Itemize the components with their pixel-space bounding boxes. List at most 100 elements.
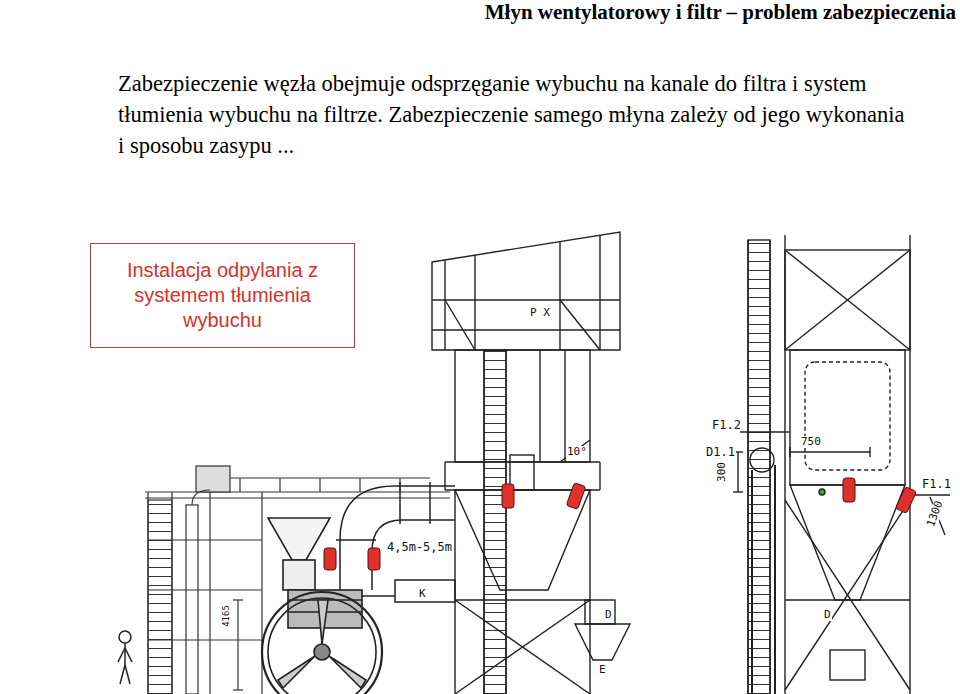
filter-side-view: [785, 250, 910, 350]
part-label: E: [598, 664, 607, 676]
filter-tower: [455, 600, 590, 694]
person-figure: [124, 643, 126, 665]
suppressor-canister: [895, 487, 916, 514]
filter-side-view: [733, 491, 743, 492]
dimension-label: 4165: [220, 604, 232, 628]
scaffold: [171, 492, 172, 694]
part-label: K: [418, 588, 427, 600]
suppressor-canister: [502, 484, 514, 508]
filter-tower: [432, 232, 620, 350]
filter-side-view: [805, 362, 890, 470]
scaffold: [233, 599, 243, 600]
box-text: Instalacja odpylania z systemem tłumieni…: [99, 258, 346, 333]
filter-side-view: [785, 500, 910, 690]
part-label: D: [823, 609, 832, 621]
person-figure: [125, 665, 130, 684]
filter-tower: [455, 599, 590, 600]
scaffold: [239, 478, 240, 492]
filter-side-view: [785, 250, 910, 350]
filter-side-view: [737, 452, 738, 492]
duct: [340, 486, 455, 590]
slide-title: Młyn wentylatorowy i filtr – problem zab…: [485, 0, 956, 25]
scaffold: [237, 600, 238, 690]
scaffold: [186, 505, 198, 694]
filter-side-view: [751, 470, 753, 694]
filter-tower: [599, 235, 600, 350]
filter-side-view: [789, 447, 790, 457]
filter-side-view: [733, 235, 950, 694]
suppressor-canister: [324, 478, 917, 570]
angle-label: 10°: [566, 446, 588, 458]
filter-tower: [575, 624, 630, 660]
suppressor-canister: [566, 483, 585, 510]
duct: [336, 539, 376, 541]
filter-tower: [559, 242, 560, 350]
filter-side-view: [774, 465, 776, 694]
fan-mill: [268, 518, 330, 560]
filter-side-view: [785, 500, 910, 690]
fan-mill: [262, 592, 382, 694]
scaffold: [319, 478, 320, 492]
filter-tower: [474, 255, 475, 350]
filter-tower: [483, 350, 484, 694]
filter-side-view: [785, 599, 910, 600]
suppressor-canister: [843, 478, 855, 502]
filter-tower: [445, 461, 600, 462]
filter-side-view: [869, 447, 870, 457]
duct: [429, 482, 431, 524]
fan-mill: [278, 656, 315, 688]
filter-tower: [445, 300, 475, 350]
scaffold: [279, 478, 280, 492]
body-text: Zabezpieczenie węzła obejmuje odsprzęgan…: [118, 68, 908, 161]
part-label: F1.1: [921, 478, 952, 490]
filter-tower: [455, 600, 590, 694]
dimension-label: 4,5m-5,5m: [386, 541, 453, 553]
scaffold: [209, 492, 210, 694]
filter-tower: [560, 300, 600, 350]
part-label: D1.1: [705, 446, 736, 458]
suppressor-canister: [368, 548, 380, 570]
filter-tower: [455, 350, 590, 462]
person-figure: [119, 631, 131, 643]
scaffold: [359, 478, 360, 492]
filter-tower: [484, 350, 506, 694]
filter-tower: [432, 329, 620, 330]
filter-side-view: [769, 240, 770, 694]
filter-tower: [454, 490, 455, 694]
suppressor-canister: [324, 548, 336, 570]
duct: [395, 580, 455, 602]
person-figure: [120, 665, 125, 684]
scaffold: [147, 492, 148, 694]
scaffold: [148, 589, 262, 590]
filter-tower: [560, 440, 590, 462]
filter-side-view: [748, 240, 770, 694]
filter-side-view: [740, 431, 790, 432]
filter-side-view: [785, 250, 910, 350]
scaffold: [196, 466, 230, 492]
fan-mill: [283, 560, 315, 590]
duct: [399, 482, 401, 524]
scaffold: [233, 689, 243, 690]
duct: [336, 482, 455, 602]
scaffold: [145, 497, 450, 498]
fan-mill: [268, 598, 376, 694]
part-label: F1.2: [711, 419, 742, 431]
fan-mill: [262, 518, 382, 694]
scaffold: [148, 539, 262, 540]
filter-tower: [599, 462, 600, 490]
part-label: D: [604, 609, 613, 621]
person-figure: [118, 648, 125, 662]
dimension-label: 1300: [925, 499, 946, 530]
filter-tower: [432, 299, 620, 300]
person-figure: [118, 631, 132, 684]
filter-tower: [432, 232, 630, 694]
filter-tower: [589, 490, 590, 694]
filter-side-view: [747, 240, 748, 694]
part-label: P X: [529, 307, 551, 319]
scaffold: [148, 500, 172, 694]
fan-mill: [329, 656, 366, 688]
filter-side-view: [830, 650, 865, 680]
scaffold: [145, 491, 450, 492]
filter-tower: [505, 350, 506, 694]
